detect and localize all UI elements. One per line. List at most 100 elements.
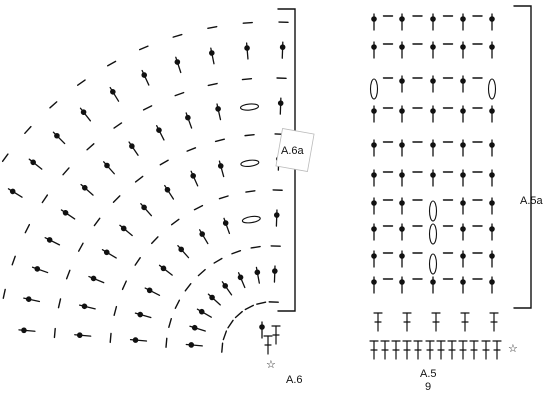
dc-dot [222, 220, 229, 226]
double-crochet-symbol [215, 103, 222, 121]
dc-dot [164, 186, 171, 193]
chain-stitch-symbol [197, 268, 206, 277]
dc-dot [430, 142, 436, 148]
chain-stitch-symbol [184, 283, 192, 292]
dc-dot [460, 142, 466, 148]
dc-dot [209, 294, 215, 301]
dc-dot [399, 78, 405, 84]
dc-dot [132, 337, 139, 343]
dc-dot [141, 72, 148, 78]
chart-a6 [1, 21, 289, 355]
chain-stitch-symbol [213, 257, 223, 264]
double-crochet-symbol [489, 139, 495, 157]
treble-symbol [413, 340, 423, 360]
chain-loop-symbol [428, 253, 438, 275]
double-crochet-symbol [460, 75, 466, 93]
double-crochet-symbol [156, 125, 165, 141]
double-crochet-symbol [52, 131, 66, 145]
dc-dot [460, 16, 466, 22]
double-crochet-symbol [189, 324, 206, 332]
double-crochet-symbol [128, 141, 139, 156]
double-crochet-symbol [430, 139, 436, 157]
double-crochet-symbol [489, 223, 495, 241]
treble-symbol [431, 312, 441, 332]
double-crochet-symbol [174, 56, 182, 74]
dc-dot [489, 16, 495, 22]
double-crochet-symbol [399, 276, 405, 294]
dc-dot [371, 44, 377, 50]
chain-stitch-symbol [242, 21, 253, 24]
double-crochet-symbol [78, 303, 96, 310]
double-crochet-symbol [430, 276, 436, 294]
treble-symbol [489, 312, 499, 332]
double-crochet-symbol [221, 281, 233, 296]
chain-stitch-symbol [49, 101, 58, 109]
chain-stitch-symbol [11, 255, 16, 266]
double-crochet-symbol [140, 203, 153, 217]
chain-stitch-symbol [41, 194, 49, 204]
chain-stitch-symbol [174, 299, 181, 310]
double-crochet-symbol [158, 264, 173, 276]
double-crochet-symbol [489, 41, 495, 59]
treble-symbol [436, 340, 446, 360]
chain-stitch-symbol [77, 79, 86, 86]
dc-dot [489, 142, 495, 148]
double-crochet-symbol [18, 327, 36, 334]
double-crochet-symbol [399, 75, 405, 93]
dc-dot [273, 212, 280, 218]
chain-stitch-symbol [142, 105, 153, 111]
a5-label: A.5 [420, 368, 437, 380]
double-crochet-symbol [217, 160, 225, 178]
double-crochet-symbol [190, 170, 199, 187]
chain-stitch-symbol [207, 82, 218, 87]
double-crochet-symbol [460, 276, 466, 294]
dc-dot [277, 100, 284, 106]
double-crochet-symbol [430, 105, 436, 123]
dc-dot [237, 274, 244, 281]
dc-dot [21, 327, 27, 334]
chain-stitch-symbol [57, 298, 62, 309]
double-crochet-symbol [196, 308, 212, 318]
chain-stitch-symbol [186, 147, 197, 152]
chain-loop-symbol [487, 78, 497, 100]
dc-dot [460, 172, 466, 178]
chain-stitch-symbol [214, 138, 226, 143]
double-crochet-symbol [399, 41, 405, 59]
chain-stitch-symbol [86, 143, 95, 151]
dc-dot [208, 50, 215, 56]
double-crochet-symbol [460, 197, 466, 215]
dc-dot [430, 44, 436, 50]
double-crochet-symbol [144, 287, 161, 296]
chain-stitch-symbol [107, 60, 117, 67]
double-crochet-symbol [237, 272, 246, 289]
double-crochet-symbol [101, 249, 117, 259]
double-crochet-symbol [164, 184, 175, 200]
dc-dot [156, 127, 162, 133]
double-crochet-symbol [273, 209, 280, 227]
dc-dot [178, 246, 185, 253]
dc-dot [371, 279, 377, 285]
dc-dot [371, 200, 377, 206]
double-crochet-symbol [23, 296, 41, 303]
dc-dot [174, 59, 181, 65]
double-crochet-symbol [489, 197, 495, 215]
chain-stitch-symbol [222, 330, 228, 341]
dc-dot [81, 185, 88, 191]
dc-dot [371, 226, 377, 232]
dc-dot [371, 108, 377, 114]
dc-dot [460, 78, 466, 84]
dc-dot [215, 106, 221, 112]
dc-dot [399, 142, 405, 148]
double-crochet-symbol [460, 223, 466, 241]
chain-stitch-symbol [109, 332, 112, 344]
dc-dot [90, 275, 97, 282]
dc-dot [191, 324, 198, 331]
treble-symbol [271, 325, 281, 345]
chain-stitch-symbol [77, 242, 84, 252]
dc-dot [46, 237, 53, 243]
chain-stitch-symbol [24, 223, 31, 234]
double-crochet-symbol [399, 197, 405, 215]
double-crochet-symbol [399, 105, 405, 123]
dc-dot [254, 269, 261, 276]
dc-dot [489, 44, 495, 50]
